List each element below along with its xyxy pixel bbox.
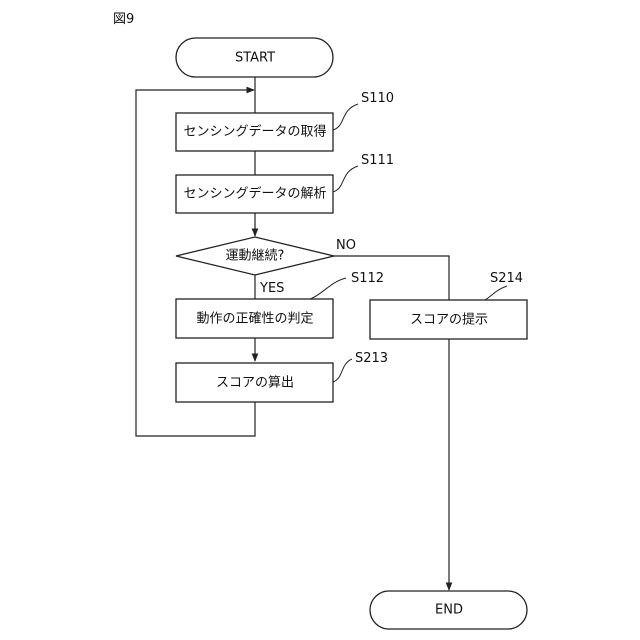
start-label: START [235,51,275,66]
process-label-s112: 動作の正確性の判定 [196,311,313,327]
leader-s111 [333,166,358,192]
branch-yes-label: YES [259,281,284,296]
leader-s214 [485,286,507,300]
branch-no-label: NO [336,238,356,253]
process-label-s213: スコアの算出 [216,376,294,391]
decision-label: 運動継続? [226,249,285,264]
step-id-s112: S112 [351,271,384,286]
process-label-s110: センシングデータの取得 [183,124,326,140]
step-id-s111: S111 [361,153,394,168]
step-id-s110: S110 [361,91,394,106]
figure-label: 図9 [113,12,134,27]
step-id-s213: S213 [355,351,388,366]
leader-s112 [310,278,346,299]
process-label-s214: スコアの提示 [410,312,488,328]
process-label-s111: センシングデータの解析 [183,186,326,202]
leader-s110 [333,104,358,130]
end-label: END [435,603,463,618]
leader-s213 [333,359,352,382]
step-id-s214: S214 [490,271,523,286]
